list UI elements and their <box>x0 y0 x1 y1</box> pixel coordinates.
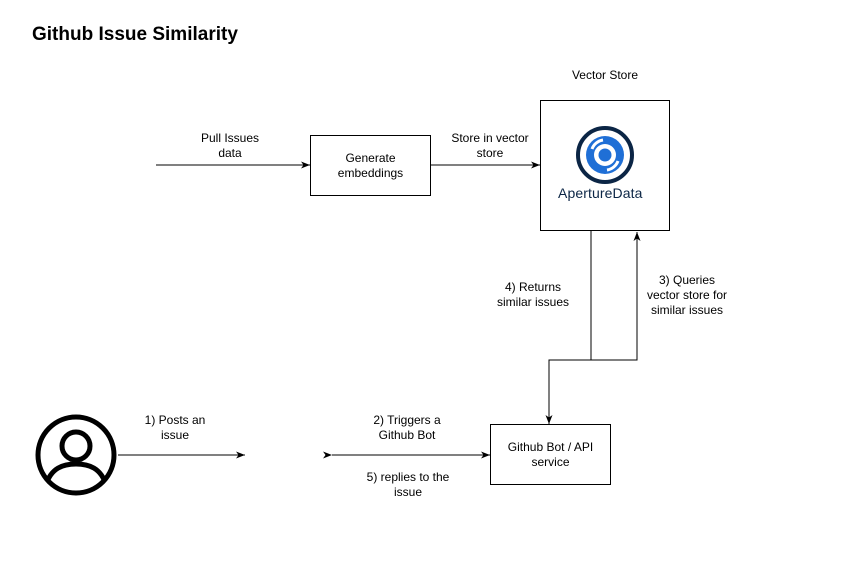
pull-issues-line-2: data <box>218 146 242 160</box>
returns-line-1: 4) Returns <box>504 280 562 294</box>
github-bot-line-1: Github Bot / API <box>507 439 594 454</box>
edge-returns <box>545 231 592 424</box>
github-bot-node: Github Bot / API service <box>490 424 611 485</box>
posts-issue-line-2: issue <box>160 428 189 442</box>
generate-embeddings-node: Generate embeddings <box>310 135 431 196</box>
triggers-bot-line-1: 2) Triggers a <box>373 413 441 427</box>
vector-store-logo-text: ApertureData <box>558 185 643 201</box>
queries-line-3: similar issues <box>650 303 723 317</box>
edge-queries <box>549 232 641 361</box>
replies-line-1: 5) replies to the <box>366 470 450 484</box>
edge-label-store-in-vector: Store in vector store <box>440 131 540 161</box>
edge-label-triggers-bot: 2) Triggers a Github Bot <box>357 413 457 443</box>
queries-line-2: vector store for <box>646 288 728 302</box>
vector-store-node: ApertureData <box>540 100 670 231</box>
edge-label-returns: 4) Returns similar issues <box>483 280 583 310</box>
edge-label-pull-issues: Pull Issues data <box>180 131 280 161</box>
aperturedata-logo-icon <box>576 126 634 184</box>
vector-store-label: Vector Store <box>571 68 639 82</box>
edge-label-posts-issue: 1) Posts an issue <box>125 413 225 443</box>
returns-line-2: similar issues <box>496 295 569 309</box>
edge-label-queries: 3) Queries vector store for similar issu… <box>636 273 738 318</box>
edge-label-replies: 5) replies to the issue <box>353 470 463 500</box>
user-icon <box>35 414 117 496</box>
generate-embeddings-line-2: embeddings <box>337 165 404 180</box>
triggers-bot-line-2: Github Bot <box>378 428 436 442</box>
posts-issue-line-1: 1) Posts an <box>144 413 206 427</box>
page-title: Github Issue Similarity <box>32 24 238 45</box>
pull-issues-line-1: Pull Issues <box>200 131 260 145</box>
queries-line-1: 3) Queries <box>658 273 716 287</box>
store-in-vector-line-2: store <box>476 146 504 160</box>
store-in-vector-line-1: Store in vector <box>451 131 529 145</box>
replies-line-2: issue <box>393 485 422 499</box>
generate-embeddings-line-1: Generate <box>345 150 396 165</box>
github-bot-line-2: service <box>531 454 570 469</box>
